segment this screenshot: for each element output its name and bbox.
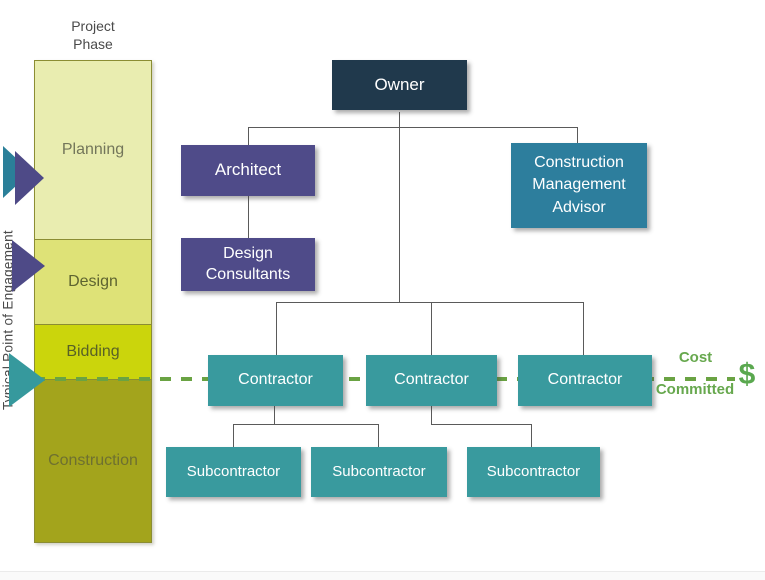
connector-contractor-horizontal xyxy=(276,302,583,303)
subcontractor-3-box: Subcontractor xyxy=(467,447,600,497)
design-engagement-arrow-purple-icon xyxy=(12,240,45,292)
project-phase-title: Project Phase xyxy=(71,18,115,52)
typical-point-of-engagement-axis-label: Typical Point of Engagement xyxy=(0,230,16,410)
connector-sub3-horizontal xyxy=(431,424,532,425)
subcontractor-1-label: Subcontractor xyxy=(186,463,281,481)
project-phase-bar: Planning Design Bidding Construction xyxy=(34,60,152,543)
connector-sub1-drop xyxy=(233,424,234,447)
connector-contractor2-down xyxy=(431,406,432,424)
phase-construction-label: Construction xyxy=(48,452,138,469)
phase-bidding-label: Bidding xyxy=(66,343,120,360)
design-consultants-box: Design Consultants xyxy=(181,238,315,291)
connector-contractor1-down xyxy=(274,406,275,424)
connector-top-horizontal xyxy=(248,127,578,128)
connector-contractor1-drop xyxy=(276,302,277,355)
phase-bidding: Bidding xyxy=(35,324,151,379)
phase-design: Design xyxy=(35,239,151,324)
architect-box: Architect xyxy=(181,145,315,196)
dollar-sign-icon: $ xyxy=(738,358,756,391)
phase-design-label: Design xyxy=(68,273,118,290)
connector-architect-design-consultants xyxy=(248,196,249,238)
owner-label: Owner xyxy=(374,74,425,94)
contractor-3-box: Contractor xyxy=(518,355,652,406)
connector-sub2-drop xyxy=(378,424,379,447)
subcontractor-2-box: Subcontractor xyxy=(311,447,447,497)
subcontractor-2-label: Subcontractor xyxy=(332,463,426,481)
contractor-3-label: Contractor xyxy=(547,371,623,389)
contractor-1-label: Contractor xyxy=(238,371,313,389)
connector-sub12-horizontal xyxy=(233,424,379,425)
connector-sub3-drop xyxy=(531,424,532,447)
connector-owner-vertical xyxy=(399,112,400,302)
contractor-1-box: Contractor xyxy=(208,355,343,406)
connector-contractor3-drop xyxy=(583,302,584,355)
phase-planning-label: Planning xyxy=(61,141,125,158)
connector-contractor2-drop xyxy=(431,302,432,355)
construction-engagement-arrow-teal-icon xyxy=(9,353,45,407)
connector-cma-drop xyxy=(577,127,578,143)
design-consultants-label: Design Consultants xyxy=(205,244,291,283)
contractor-2-box: Contractor xyxy=(366,355,497,406)
construction-management-advisor-label: Construction Management Advisor xyxy=(532,153,626,216)
construction-management-advisor-box: Construction Management Advisor xyxy=(511,143,647,228)
cost-committed-label-top: Cost xyxy=(678,349,713,366)
contractor-2-label: Contractor xyxy=(394,371,469,389)
cost-committed-label-bottom: Committed xyxy=(655,381,735,398)
subcontractor-1-box: Subcontractor xyxy=(166,447,301,497)
architect-label: Architect xyxy=(214,160,282,180)
planning-engagement-arrow-purple-icon xyxy=(15,151,44,205)
owner-box: Owner xyxy=(332,60,467,110)
connector-architect-drop xyxy=(248,127,249,145)
bottom-edge-strip xyxy=(0,571,765,580)
phase-planning: Planning xyxy=(35,61,151,239)
phase-construction: Construction xyxy=(35,379,151,542)
subcontractor-3-label: Subcontractor xyxy=(486,463,581,481)
